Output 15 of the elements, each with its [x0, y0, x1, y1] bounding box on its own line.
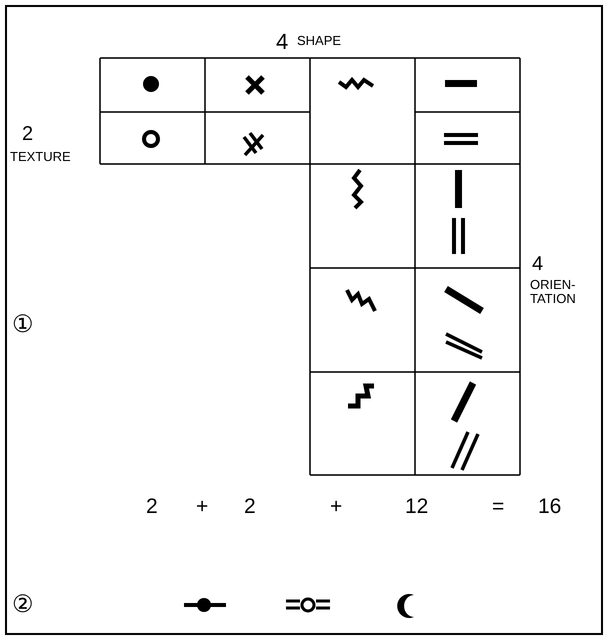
label-number: 4 — [532, 254, 544, 275]
plus-sign: + — [196, 496, 208, 518]
heading: ORIEN-TATION — [530, 278, 577, 306]
plus-sign: + — [330, 496, 342, 518]
equation-term: 2 — [146, 496, 158, 518]
heading: SHAPE — [297, 34, 342, 48]
equation-term: 16 — [538, 496, 562, 518]
equation-term: 12 — [405, 496, 428, 518]
circled-number: ① — [12, 312, 34, 338]
equals-sign: = — [492, 496, 504, 518]
circled-number: ② — [12, 592, 34, 618]
label-number: 4 — [276, 30, 288, 54]
equation-term: 2 — [244, 496, 256, 518]
label-number: 2 — [22, 124, 34, 145]
heading: TEXTURE — [10, 150, 71, 164]
